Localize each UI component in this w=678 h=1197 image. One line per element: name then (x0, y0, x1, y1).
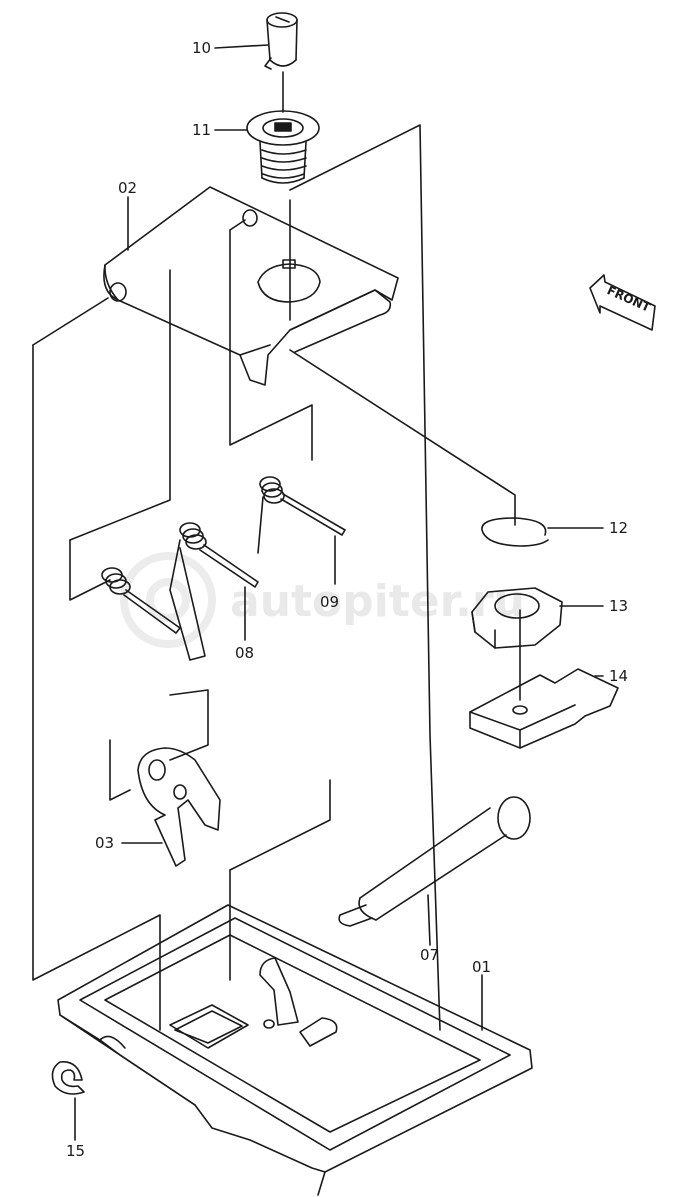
left-torsion-spring (101, 567, 181, 634)
part-02-bracket-plate (103, 186, 399, 386)
part-13-hex-nut (471, 587, 563, 649)
part-01-base-tray (57, 904, 533, 1196)
label-02: 02 (118, 179, 137, 197)
part-10-key-cylinder (264, 12, 298, 70)
label-09: 09 (320, 593, 339, 611)
part-12-snap-ring (481, 517, 549, 547)
label-07: 07 (420, 946, 439, 964)
assembly-guide-lines (32, 124, 521, 1031)
part-14-slider-plate (469, 668, 619, 749)
label-03: 03 (95, 834, 114, 852)
label-01: 01 (472, 958, 491, 976)
label-11: 11 (192, 121, 211, 139)
part-15-e-clip (51, 1061, 85, 1095)
part-11-threaded-bushing (246, 110, 320, 184)
watermark: autopiter.ru (120, 552, 525, 648)
part-07-pin (338, 796, 531, 927)
part-09-torsion-spring (257, 476, 346, 554)
part-03-latch-pawl (137, 747, 221, 867)
part-08-torsion-spring (169, 522, 259, 661)
front-direction-arrow (589, 274, 656, 331)
label-12: 12 (609, 519, 628, 537)
label-15: 15 (66, 1142, 85, 1160)
label-08: 08 (235, 644, 254, 662)
watermark-text: autopiter.ru (230, 576, 525, 627)
label-10: 10 (192, 39, 211, 57)
label-14: 14 (609, 667, 628, 685)
label-13: 13 (609, 597, 628, 615)
leader-lines (74, 44, 604, 1141)
